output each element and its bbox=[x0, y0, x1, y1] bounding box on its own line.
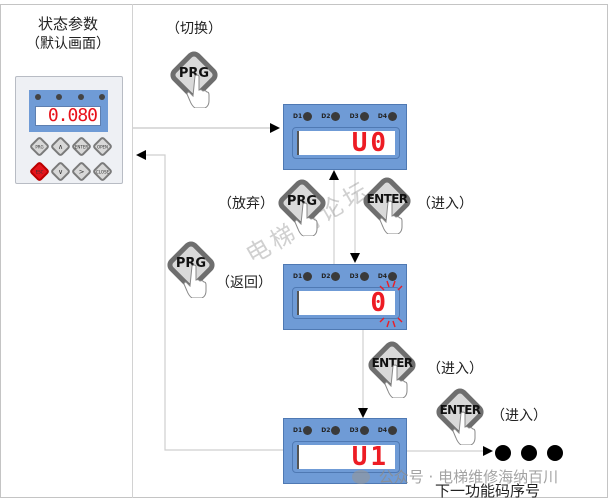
keypad-display-value: 0.080 bbox=[35, 106, 101, 126]
panel-leds: D1 D2 D3 D4 bbox=[293, 426, 397, 435]
keypad-screen: 0.080 bbox=[29, 90, 108, 132]
title-line-2: （默认画面） bbox=[26, 36, 110, 52]
arrow-down-icon bbox=[358, 408, 368, 418]
led-d3: D3 bbox=[350, 112, 369, 121]
led-dot-icon bbox=[388, 112, 397, 121]
panel-leds: D1 D2 D3 D4 bbox=[293, 112, 397, 121]
label-switch: （切换） bbox=[166, 21, 222, 37]
led-dot-icon bbox=[303, 272, 313, 281]
led-d2: D2 bbox=[321, 272, 341, 281]
led-dot-icon bbox=[388, 426, 397, 435]
arrow-down-icon bbox=[350, 253, 360, 263]
wechat-icon bbox=[352, 470, 370, 484]
keypad-leds bbox=[35, 94, 105, 100]
pointing-hand-icon bbox=[183, 264, 207, 298]
dot-icon bbox=[521, 445, 537, 461]
enter-button-1[interactable]: ENTER bbox=[360, 174, 414, 234]
label-enter-2: （进入） bbox=[427, 361, 483, 377]
status-params-title: 状态参数 （默认画面） bbox=[10, 14, 126, 54]
enter-button-2[interactable]: ENTER bbox=[365, 338, 419, 398]
display-window: 0 bbox=[292, 287, 400, 319]
led-d1: D1 bbox=[293, 272, 313, 281]
blink-rays-icon bbox=[379, 280, 403, 328]
label-enter-1: （进入） bbox=[417, 196, 473, 212]
pointing-hand-icon bbox=[379, 200, 403, 234]
pointing-hand-icon bbox=[294, 202, 318, 236]
display-panel-u1: D1 D2 D3 D4 U1 bbox=[283, 418, 407, 484]
led-dot-icon bbox=[303, 112, 313, 121]
led-dot-icon bbox=[359, 112, 369, 121]
wechat-watermark: 公众号 · 电梯维修海纳百川 bbox=[352, 466, 558, 487]
display-window: U0 bbox=[292, 127, 400, 159]
led-dot-icon bbox=[331, 112, 341, 121]
pointing-hand-icon bbox=[384, 364, 408, 398]
title-line-1: 状态参数 bbox=[37, 15, 98, 33]
label-abandon: （放弃） bbox=[218, 196, 274, 212]
led-d3: D3 bbox=[350, 426, 369, 435]
led-indicator-icon bbox=[35, 94, 41, 100]
led-d4: D4 bbox=[378, 426, 397, 435]
display-panel-u0: D1 D2 D3 D4 U0 bbox=[283, 104, 407, 170]
prg-button-abandon[interactable]: PRG bbox=[275, 176, 329, 236]
dot-icon bbox=[547, 445, 563, 461]
led-dot-icon bbox=[388, 272, 397, 281]
display-window: U1 bbox=[292, 441, 400, 473]
led-d4: D4 bbox=[378, 112, 397, 121]
led-dot-icon bbox=[359, 272, 369, 281]
label-next-code: 下一功能码序号 bbox=[435, 482, 541, 500]
ellipsis-more bbox=[495, 445, 563, 461]
pointing-hand-icon bbox=[452, 411, 476, 445]
led-dot-icon bbox=[359, 426, 369, 435]
led-dot-icon bbox=[303, 426, 313, 435]
segment-display: U0 bbox=[351, 128, 389, 158]
operator-keypad: 0.080 PRG ∧ ENTER OPEN ESC ∨ > CLOSE bbox=[15, 76, 123, 184]
label-enter-3: （进入） bbox=[491, 408, 547, 424]
connector-return bbox=[140, 154, 283, 451]
led-d2: D2 bbox=[321, 426, 341, 435]
panel-leds: D1 D2 D3 D4 bbox=[293, 272, 397, 281]
diagram-frame bbox=[0, 4, 608, 498]
led-indicator-icon bbox=[56, 94, 63, 100]
column-divider bbox=[132, 4, 133, 498]
pointing-hand-icon bbox=[186, 74, 210, 108]
led-d2: D2 bbox=[321, 112, 341, 121]
enter-button-3[interactable]: ENTER bbox=[433, 385, 487, 445]
led-d3: D3 bbox=[350, 272, 369, 281]
arrow-left-icon bbox=[136, 150, 146, 160]
led-d1: D1 bbox=[293, 112, 313, 121]
arrow-right-icon bbox=[483, 446, 493, 456]
arrow-right-icon bbox=[270, 123, 280, 133]
label-return: （返回） bbox=[216, 275, 272, 291]
prg-button-switch[interactable]: PRG bbox=[167, 48, 221, 108]
led-dot-icon bbox=[331, 272, 341, 281]
arrow-up-icon bbox=[329, 170, 339, 180]
display-panel-edit: D1 D2 D3 D4 0 bbox=[283, 264, 407, 330]
led-d1: D1 bbox=[293, 426, 313, 435]
led-indicator-icon bbox=[77, 94, 84, 100]
led-d4: D4 bbox=[378, 272, 397, 281]
segment-display: U1 bbox=[351, 442, 389, 472]
led-indicator-icon bbox=[98, 94, 105, 100]
prg-button-return[interactable]: PRG bbox=[164, 238, 218, 298]
dot-icon bbox=[495, 445, 511, 461]
led-dot-icon bbox=[331, 426, 341, 435]
segment-display-blinking: 0 bbox=[370, 288, 389, 318]
